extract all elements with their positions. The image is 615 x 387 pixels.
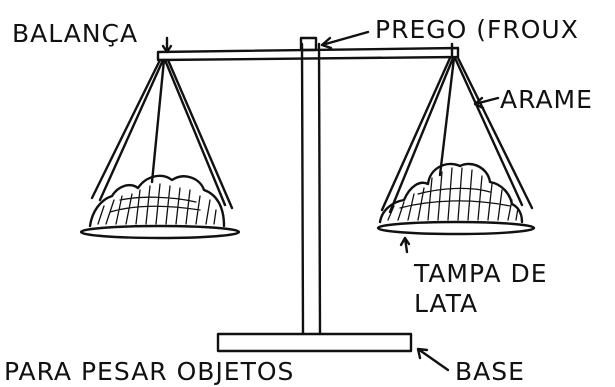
base-block xyxy=(216,332,413,353)
label-tampa-line2: LATA xyxy=(414,289,478,318)
left-wire xyxy=(90,58,234,210)
label-balanca: BALANÇA xyxy=(12,19,138,48)
nail-box xyxy=(299,36,318,52)
left-objects-hatch xyxy=(97,183,217,225)
left-pan xyxy=(79,224,241,240)
prego-arrow xyxy=(320,30,370,50)
label-tampa-line1: TAMPA DE xyxy=(413,259,548,288)
vertical-post xyxy=(300,42,322,336)
label-para-pesar: PARA PESAR OBJETOS xyxy=(4,357,294,386)
tampa-arrow xyxy=(399,236,411,254)
horizontal-beam xyxy=(156,46,460,62)
label-prego: PREGO (FROUX xyxy=(375,15,579,44)
label-base: BASE xyxy=(455,357,525,386)
right-objects xyxy=(378,162,524,224)
balanca-arrow xyxy=(161,36,173,54)
right-pan xyxy=(376,220,536,236)
right-wire xyxy=(380,56,534,214)
label-arame: ARAME xyxy=(500,85,593,114)
left-objects xyxy=(88,174,226,228)
base-arrow xyxy=(416,347,450,372)
right-objects-hatch xyxy=(387,167,519,221)
